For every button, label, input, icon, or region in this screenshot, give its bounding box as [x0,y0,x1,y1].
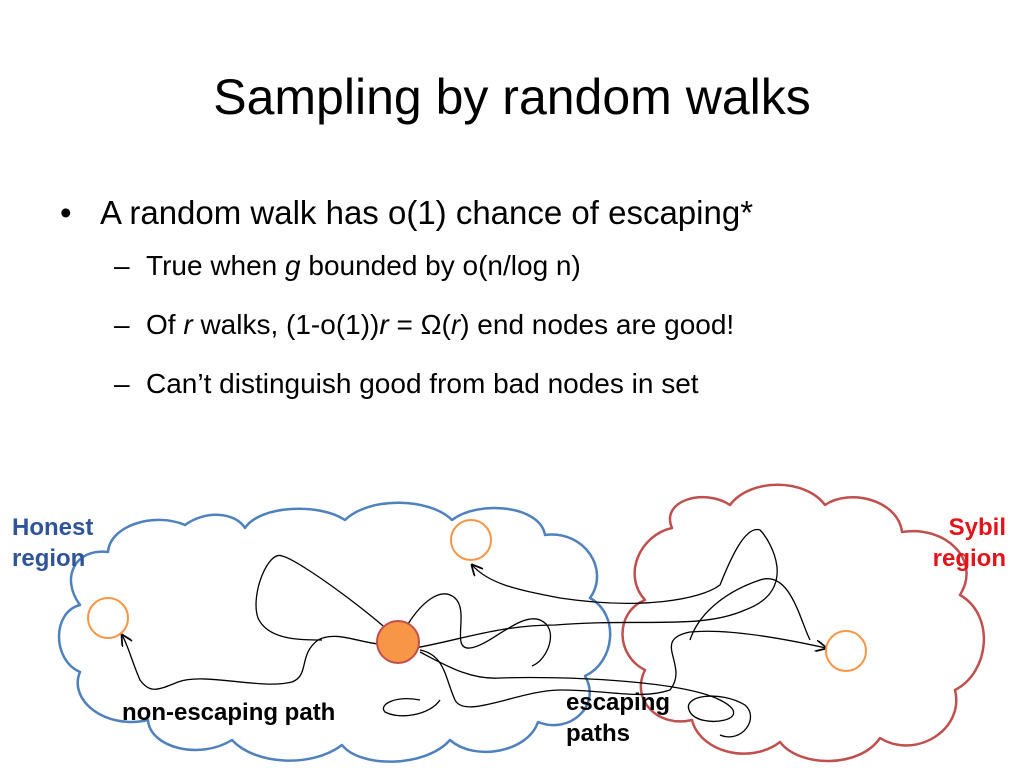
sub-bullet-1: –True when g bounded by o(n/log n) [60,247,1000,306]
non-escaping-walk-path [122,635,399,690]
sub1-text-b: bounded by o(n/log n) [300,250,581,281]
escaping-path-to-right-node [419,630,826,708]
sub-bullet-3: –Can’t distinguish good from bad nodes i… [60,365,1000,424]
path-to-label [419,651,752,738]
honest-region-cloud [57,501,612,763]
dash-icon: – [114,309,130,340]
honest-label-line1: Honest [12,514,94,541]
sybil-node [825,630,867,672]
honest-region-label: Honest region [12,512,93,574]
escaping-paths-label: escaping paths [566,687,670,749]
honest-node-top [450,519,492,561]
walk-loop-top [407,593,552,667]
walk-loop-left [255,555,399,641]
dash-icon: – [114,368,130,399]
non-escaping-path-label: non-escaping path [122,699,336,726]
start-node [376,620,420,664]
sub2-var2: r [379,309,389,340]
escaping-path-to-top-node [414,529,778,649]
sub1-text-a: True when [146,250,286,281]
sub2-text-d: ) end nodes are good! [460,309,735,340]
sybil-region-label: Sybil region [933,512,1006,574]
sub2-text-c: = Ω( [388,309,451,340]
bullet-main: • A random walk has o(1) chance of escap… [60,190,1000,240]
honest-label-line2: region [12,545,86,572]
sub1-var: g [285,250,301,281]
sub2-var1: r [183,309,193,340]
bullet-dot-icon: • [60,194,72,231]
slide-title: Sampling by random walks [213,69,811,125]
sybil-region-cloud [621,483,985,763]
dash-icon: – [114,250,130,281]
sub2-text-b: walks, (1-o(1)) [192,309,380,340]
sub-bullet-2: –Of r walks, (1-o(1))r = Ω(r) end nodes … [60,306,1000,365]
sub2-var3: r [450,309,461,340]
honest-node-left [87,597,129,639]
sub3-text: Can’t distinguish good from bad nodes in… [146,368,699,399]
sybil-label-line1: Sybil [948,514,1006,541]
sybil-label-line2: region [932,545,1006,572]
escaping-label-line1: escaping [566,689,671,716]
sub2-text-a: Of [146,309,184,340]
sybil-walk-wave [689,578,811,641]
bullet-list: • A random walk has o(1) chance of escap… [60,190,1000,424]
escaping-loop-bottom [382,698,441,717]
bullet-main-text: A random walk has o(1) chance of escapin… [100,194,754,231]
escaping-label-line2: paths [566,720,631,747]
